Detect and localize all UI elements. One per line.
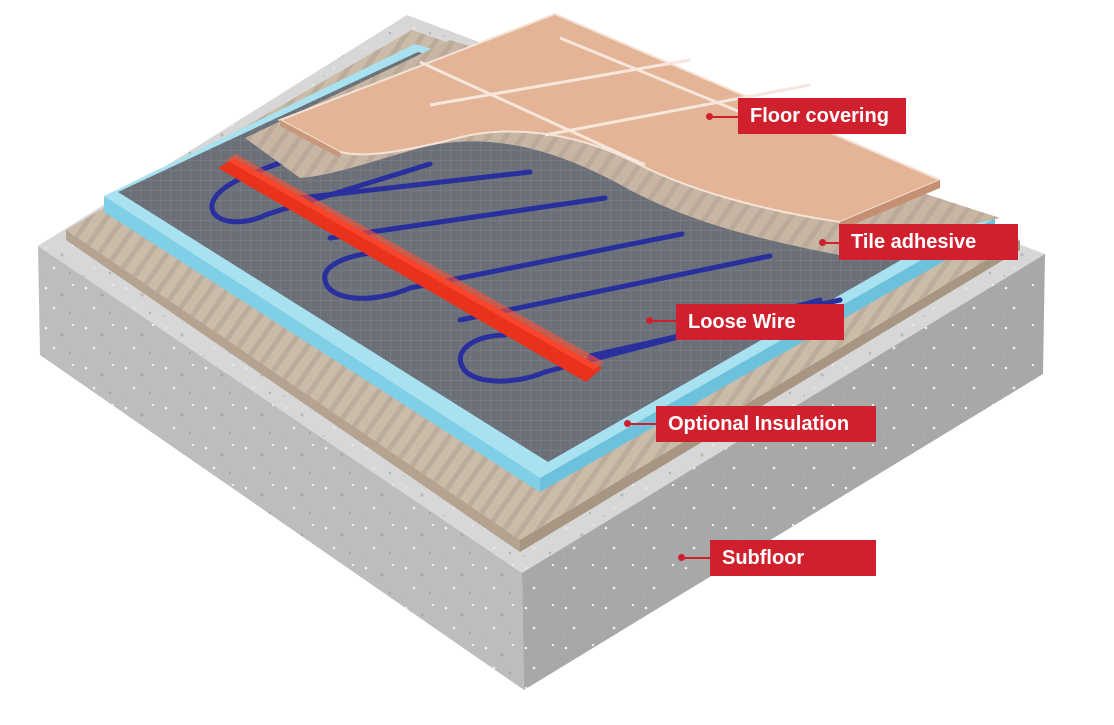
floor-covering-leader bbox=[710, 116, 738, 118]
floor-covering-label: Floor covering bbox=[738, 98, 906, 134]
subfloor-pointer-dot bbox=[678, 554, 685, 561]
subfloor-leader bbox=[682, 557, 710, 559]
loose-wire-pointer-dot bbox=[646, 317, 653, 324]
optional-insulation-leader bbox=[628, 423, 656, 425]
tile-adhesive-pointer-dot bbox=[819, 239, 826, 246]
optional-insulation-pointer-dot bbox=[624, 420, 631, 427]
tile-adhesive-label: Tile adhesive bbox=[839, 224, 1018, 260]
floor-covering-layer bbox=[277, 12, 943, 230]
tile-adhesive-leader bbox=[823, 242, 839, 244]
loose-wire-label: Loose Wire bbox=[676, 304, 844, 340]
loose-wire-leader bbox=[650, 320, 676, 322]
optional-insulation-label: Optional Insulation bbox=[656, 406, 876, 442]
fixing-strip bbox=[218, 154, 604, 382]
floor-covering-pointer-dot bbox=[706, 113, 713, 120]
subfloor-label: Subfloor bbox=[710, 540, 876, 576]
